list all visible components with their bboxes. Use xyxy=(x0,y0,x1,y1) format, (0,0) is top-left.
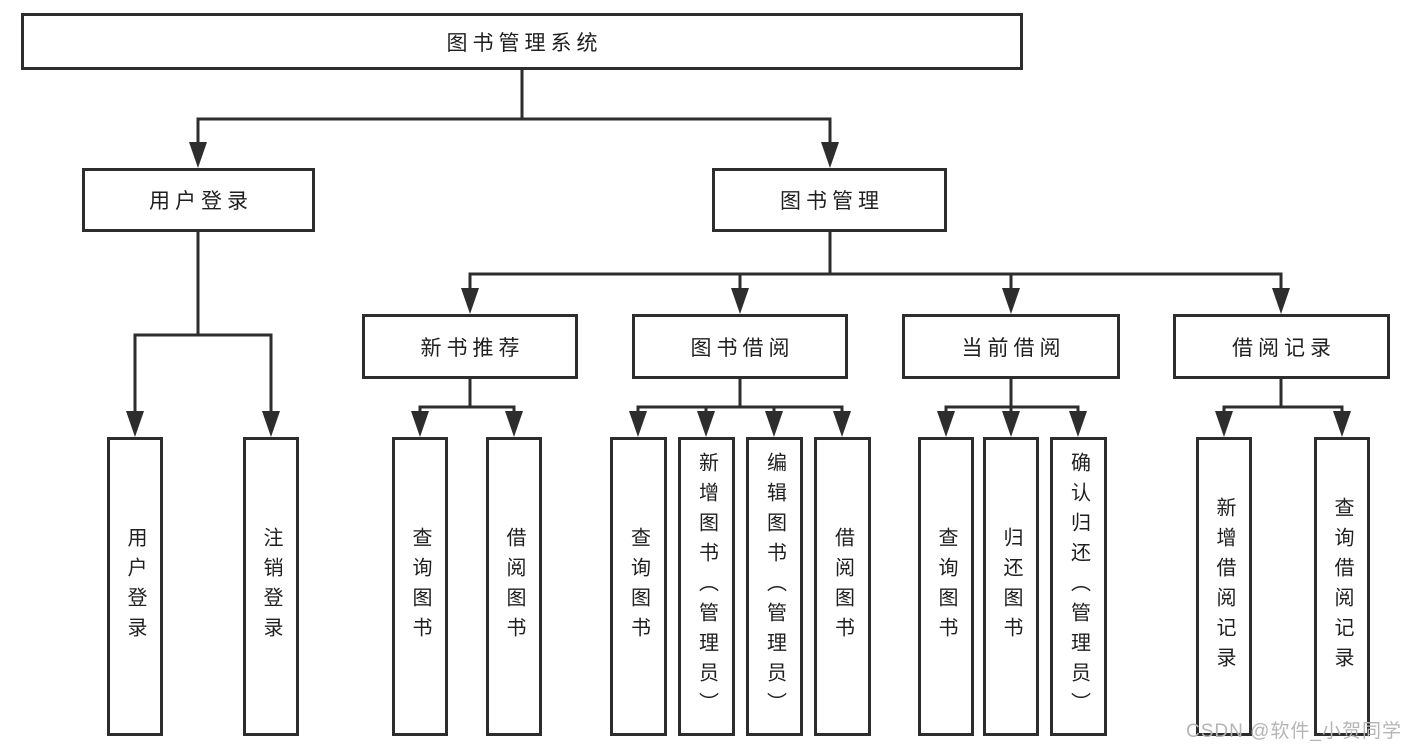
leaf-cb-query-books: 查询图书 xyxy=(918,437,974,736)
leaf-user-login-label: 用户登录 xyxy=(124,526,146,647)
leaf-nbr-borrow-books: 借阅图书 xyxy=(486,437,542,736)
node-borrow-records-label: 借阅记录 xyxy=(1232,336,1336,360)
node-library-system-label: 图书管理系统 xyxy=(446,31,603,55)
leaf-bb-add-book-admin-label: 新增图书（管理员） xyxy=(695,451,718,722)
node-user-login-label: 用户登录 xyxy=(149,190,253,213)
node-user-login: 用户登录 xyxy=(82,168,315,232)
leaf-br-query-record-label: 查询借阅记录 xyxy=(1331,496,1353,677)
watermark: CSDN @软件_小贺同学 xyxy=(1186,721,1402,742)
node-borrow-records: 借阅记录 xyxy=(1173,314,1390,379)
node-book-borrowing: 图书借阅 xyxy=(632,314,848,379)
leaf-br-add-record-label: 新增借阅记录 xyxy=(1213,496,1235,677)
leaf-cb-return-books: 归还图书 xyxy=(983,437,1039,736)
leaf-cb-confirm-return-label: 确认归还（管理员） xyxy=(1067,451,1090,722)
leaf-cb-query-books-label: 查询图书 xyxy=(935,526,957,647)
leaf-user-login: 用户登录 xyxy=(107,437,163,736)
leaf-nbr-borrow-books-label: 借阅图书 xyxy=(503,526,525,647)
node-book-management: 图书管理 xyxy=(712,168,947,232)
node-current-borrowing: 当前借阅 xyxy=(902,314,1120,379)
node-current-borrowing-label: 当前借阅 xyxy=(961,336,1066,360)
node-new-book-recommend-label: 新书推荐 xyxy=(420,336,525,360)
leaf-logout: 注销登录 xyxy=(243,437,299,736)
node-new-book-recommend: 新书推荐 xyxy=(362,314,578,379)
leaf-bb-add-book-admin: 新增图书（管理员） xyxy=(678,437,735,736)
node-book-management-label: 图书管理 xyxy=(780,190,884,213)
leaf-logout-label: 注销登录 xyxy=(260,526,282,647)
leaf-bb-query-books-label: 查询图书 xyxy=(627,526,650,647)
leaf-cb-confirm-return: 确认归还（管理员） xyxy=(1050,437,1107,736)
leaf-br-add-record: 新增借阅记录 xyxy=(1196,437,1252,736)
leaf-nbr-query-books: 查询图书 xyxy=(392,437,448,736)
node-library-system: 图书管理系统 xyxy=(21,13,1023,70)
leaf-nbr-query-books-label: 查询图书 xyxy=(409,526,431,647)
leaf-br-query-record: 查询借阅记录 xyxy=(1314,437,1370,736)
leaf-bb-borrow-books-label: 借阅图书 xyxy=(831,526,854,647)
leaf-bb-edit-book-admin: 编辑图书（管理员） xyxy=(746,437,803,736)
leaf-bb-borrow-books: 借阅图书 xyxy=(814,437,871,736)
leaf-bb-query-books: 查询图书 xyxy=(610,437,667,736)
leaf-cb-return-books-label: 归还图书 xyxy=(1000,526,1022,647)
node-book-borrowing-label: 图书借阅 xyxy=(690,336,795,360)
leaf-bb-edit-book-admin-label: 编辑图书（管理员） xyxy=(763,451,786,722)
